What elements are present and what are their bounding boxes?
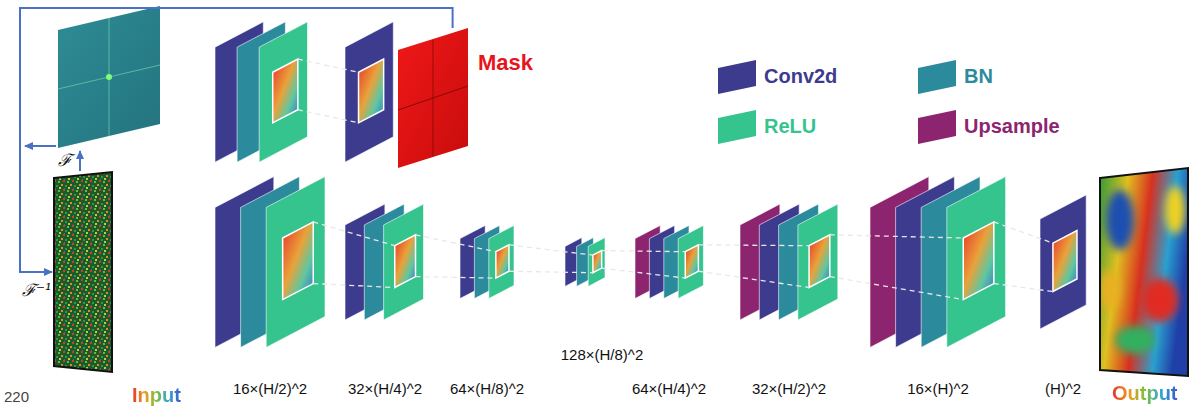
output-arrow <box>25 145 56 147</box>
output-label: Output <box>1112 382 1178 405</box>
feature-window <box>685 245 698 278</box>
input-label: Input <box>132 384 181 407</box>
swatch-fill <box>718 110 756 144</box>
swatch-shape <box>918 60 956 94</box>
legend-text: ReLU <box>764 115 816 138</box>
dimension-label: 32×(H/4)^2 <box>348 380 422 397</box>
legend-swatch <box>718 110 756 144</box>
relu-layer <box>489 225 514 298</box>
conv-layer <box>345 22 393 162</box>
dimension-label: (H)^2 <box>1045 380 1081 397</box>
receptive-link <box>698 244 809 246</box>
receptive-link <box>830 277 963 300</box>
fourier-arrow <box>79 151 81 171</box>
spectrum-peak <box>106 74 112 80</box>
relu-layer <box>266 177 325 348</box>
feature-window <box>496 245 509 278</box>
feature-window <box>1053 231 1077 292</box>
output-image-node: Output <box>1100 168 1188 376</box>
dimension-label: 32×(H/2)^2 <box>752 380 826 397</box>
fourier-symbol: ℱ <box>58 148 72 171</box>
relu-layer <box>384 204 424 320</box>
feature-window <box>963 222 994 300</box>
mask-label: Mask <box>478 50 533 76</box>
receptive-link <box>509 271 593 272</box>
swatch-shape <box>718 60 756 94</box>
receptive-link <box>698 271 809 287</box>
swatch-shape <box>918 110 956 144</box>
swatch-shape <box>718 110 756 144</box>
feedback-connector <box>20 8 453 272</box>
receptive-link <box>416 235 496 252</box>
receptive-link <box>298 59 359 72</box>
feature-window <box>273 59 298 123</box>
output-frame <box>1100 168 1188 376</box>
mask-node: Mask <box>398 28 468 168</box>
relu-layer <box>798 204 838 320</box>
receptive-link <box>602 268 686 278</box>
spectrum-image <box>58 6 160 148</box>
input-image-node: Input <box>54 172 112 372</box>
receptive-link <box>298 110 359 123</box>
dimension-label: 16×(H)^2 <box>907 380 969 397</box>
receptive-link <box>830 235 963 238</box>
dimension-label: 64×(H/8)^2 <box>450 380 524 397</box>
line-number: 220 <box>4 388 29 405</box>
legend-text: Upsample <box>964 115 1060 138</box>
relu-layer <box>588 238 605 287</box>
receptive-link <box>313 284 395 288</box>
dimension-label: 128×(H/8)^2 <box>561 346 644 363</box>
dimension-label: 16×(H/2)^2 <box>233 380 307 397</box>
relu-layer <box>678 225 703 298</box>
mask-shape <box>398 28 468 168</box>
swatch-fill <box>718 60 756 94</box>
feature-window <box>359 59 384 123</box>
relu-layer <box>947 177 1006 348</box>
legend-swatch <box>918 110 956 144</box>
edge-label: ℱ⁻¹ <box>22 278 52 301</box>
receptive-link <box>994 284 1053 292</box>
legend-swatch <box>718 60 756 94</box>
feature-window <box>283 222 314 300</box>
swatch-fill <box>918 60 956 94</box>
feature-window <box>395 235 416 288</box>
receptive-link <box>509 245 593 255</box>
relu-layer <box>259 22 307 162</box>
receptive-link <box>416 277 496 278</box>
legend-text: BN <box>964 65 993 88</box>
feature-window <box>593 251 602 273</box>
mask-plane <box>398 28 468 168</box>
receptive-link <box>313 222 395 246</box>
legend-text: Conv2d <box>764 65 837 88</box>
mask-line <box>433 40 434 156</box>
swatch-fill <box>918 110 956 144</box>
output-image <box>1100 165 1190 380</box>
legend-swatch <box>918 60 956 94</box>
receptive-link <box>602 251 686 252</box>
dimension-label: 64×(H/4)^2 <box>632 380 706 397</box>
feature-window <box>809 235 830 288</box>
receptive-link <box>994 222 1053 243</box>
input-image <box>54 172 112 372</box>
conv-layer <box>1040 195 1086 329</box>
